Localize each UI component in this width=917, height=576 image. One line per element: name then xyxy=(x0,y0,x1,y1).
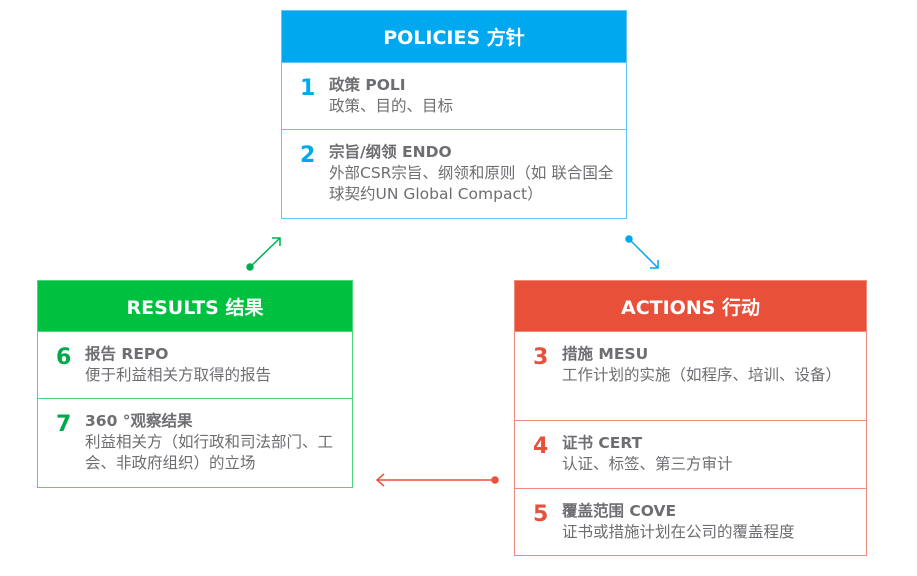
results-box: RESULTS 结果 6 报告 REPO 便于利益相关方取得的报告 7 360 °… xyxy=(37,280,353,488)
item-desc: 证书或措施计划在公司的覆盖程度 xyxy=(562,523,795,541)
policy-item-1: 1 政策 POLI 政策、目的、目标 xyxy=(282,62,626,129)
action-item-4: 4 证书 CERT 认证、标签、第三方审计 xyxy=(515,420,866,488)
item-title: 政策 POLI xyxy=(329,76,406,94)
item-number: 1 xyxy=(300,76,316,101)
item-number: 3 xyxy=(533,345,549,370)
item-desc: 便于利益相关方取得的报告 xyxy=(85,366,272,384)
policies-box: POLICIES 方针 1 政策 POLI 政策、目的、目标 2 宗旨/纲领 EN… xyxy=(281,10,627,219)
item-number: 5 xyxy=(533,502,549,527)
item-desc: 工作计划的实施（如程序、培训、设备） xyxy=(562,366,842,384)
item-number: 2 xyxy=(300,143,316,168)
result-item-6: 6 报告 REPO 便于利益相关方取得的报告 xyxy=(38,331,352,398)
arrow-policies-to-actions xyxy=(625,235,659,269)
action-item-5: 5 覆盖范围 COVE 证书或措施计划在公司的覆盖程度 xyxy=(515,488,866,555)
arrow-results-to-policies xyxy=(246,237,281,271)
arrow-actions-to-results xyxy=(375,473,499,487)
item-number: 6 xyxy=(56,345,72,370)
item-title: 宗旨/纲领 ENDO xyxy=(329,143,452,161)
policies-header: POLICIES 方针 xyxy=(282,11,626,62)
actions-header: ACTIONS 行动 xyxy=(515,281,866,331)
result-item-7: 7 360 °观察结果利益相关方（如行政和司法部门、工会、非政府组织）的立场 xyxy=(38,398,352,487)
item-number: 4 xyxy=(533,434,549,459)
item-desc: 外部CSR宗旨、纲领和原则（如 联合国全球契约UN Global Compact… xyxy=(329,164,614,203)
item-title: 360 °观察结果 xyxy=(85,412,193,430)
item-title: 措施 MESU xyxy=(562,345,649,363)
item-title: 覆盖范围 COVE xyxy=(562,502,677,520)
action-item-3: 3 措施 MESU 工作计划的实施（如程序、培训、设备） xyxy=(515,331,866,420)
item-desc: 认证、标签、第三方审计 xyxy=(562,455,733,473)
policy-item-2: 2 宗旨/纲领 ENDO 外部CSR宗旨、纲领和原则（如 联合国全球契约UN Gl… xyxy=(282,129,626,218)
item-desc: 政策、目的、目标 xyxy=(329,97,454,115)
item-number: 7 xyxy=(56,412,72,437)
item-title: 证书 CERT xyxy=(562,434,643,452)
actions-box: ACTIONS 行动 3 措施 MESU 工作计划的实施（如程序、培训、设备） 4… xyxy=(514,280,867,556)
results-header: RESULTS 结果 xyxy=(38,281,352,331)
item-title: 报告 REPO xyxy=(85,345,169,363)
item-desc: 利益相关方（如行政和司法部门、工会、非政府组织）的立场 xyxy=(85,433,334,472)
